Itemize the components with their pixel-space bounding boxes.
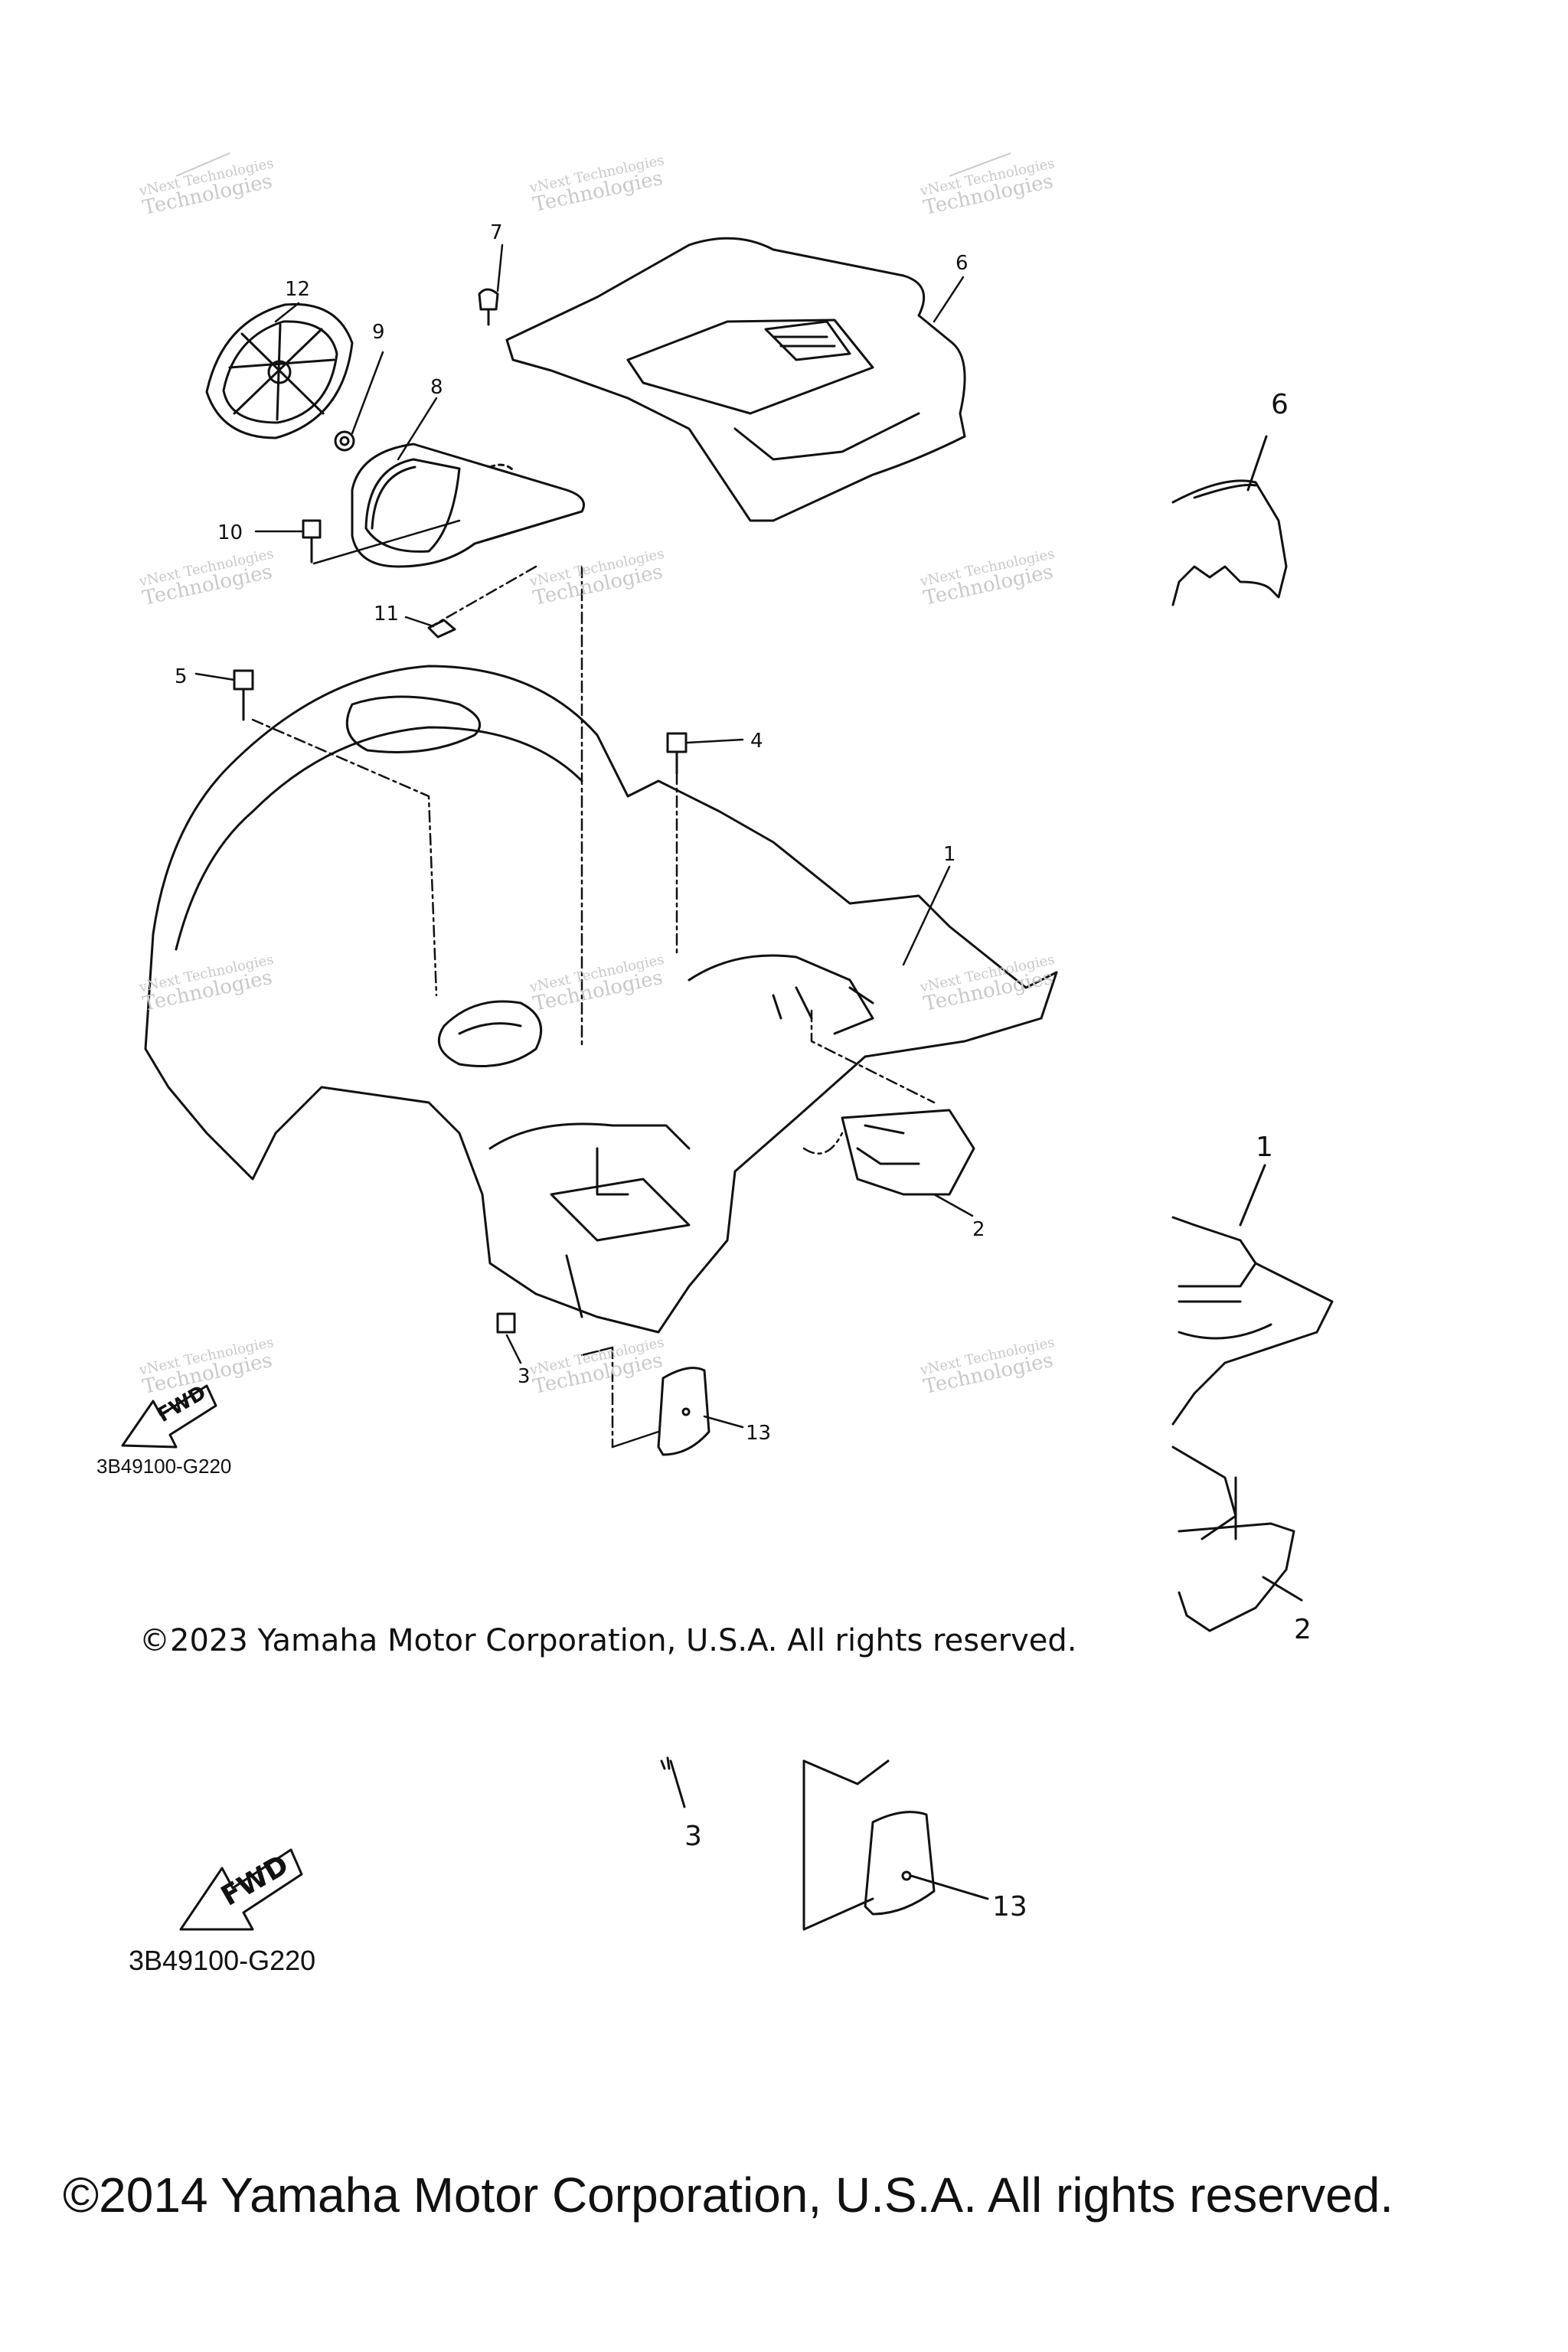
copyright-2014: ©2014 Yamaha Motor Corporation, U.S.A. A…: [63, 2167, 1394, 2223]
part-8-duct: [351, 443, 585, 568]
callout-2: 2: [972, 1218, 985, 1241]
callout-6: 6: [956, 252, 969, 275]
callout-1: 1: [943, 843, 956, 866]
detail-callout-6: 6: [1271, 389, 1289, 420]
detail-part-6: [1171, 435, 1288, 606]
part-10-bolt: [302, 519, 322, 564]
detail-callout-2: 2: [1294, 1614, 1312, 1645]
part-4-bolt: [666, 732, 688, 775]
part-6-rack-cover: [505, 237, 966, 522]
part-11-clip: [427, 619, 456, 639]
callout-13: 13: [746, 1422, 771, 1445]
part-5-bolt: [233, 669, 254, 721]
fwd-arrow-detail: [179, 1848, 303, 1931]
callout-7: 7: [490, 221, 503, 244]
part-12-grille: [205, 302, 354, 439]
part-13-flap: [657, 1367, 710, 1456]
diagram-code-detail: 3B49100-G220: [129, 1945, 316, 1976]
part-3-clip: [496, 1312, 516, 1334]
fwd-arrow-main: [121, 1384, 217, 1449]
copyright-2023: ©2023 Yamaha Motor Corporation, U.S.A. A…: [139, 1623, 1077, 1658]
detail-callout-3: 3: [684, 1821, 702, 1852]
part-1-rear-fender: [144, 665, 1058, 1334]
callout-4: 4: [750, 730, 763, 753]
detail-part-3: [660, 1756, 686, 1808]
detail-callout-1: 1: [1256, 1132, 1273, 1163]
diagram-code-main: 3B49100-G220: [96, 1455, 232, 1478]
callout-9: 9: [372, 321, 385, 344]
callout-5: 5: [175, 665, 188, 688]
callout-8: 8: [430, 376, 443, 399]
detail-callout-13: 13: [992, 1891, 1027, 1922]
detail-part-1: [1171, 1164, 1334, 1426]
callout-11: 11: [374, 603, 399, 626]
part-9-grommet: [334, 430, 355, 452]
detail-part-2: [1171, 1446, 1303, 1632]
callout-12: 12: [285, 278, 310, 301]
callout-10: 10: [217, 521, 243, 544]
callout-3: 3: [518, 1365, 531, 1388]
detail-part-13: [802, 1759, 989, 1931]
part-7-rivet: [478, 288, 499, 326]
part-2-mudflap: [841, 1109, 975, 1196]
